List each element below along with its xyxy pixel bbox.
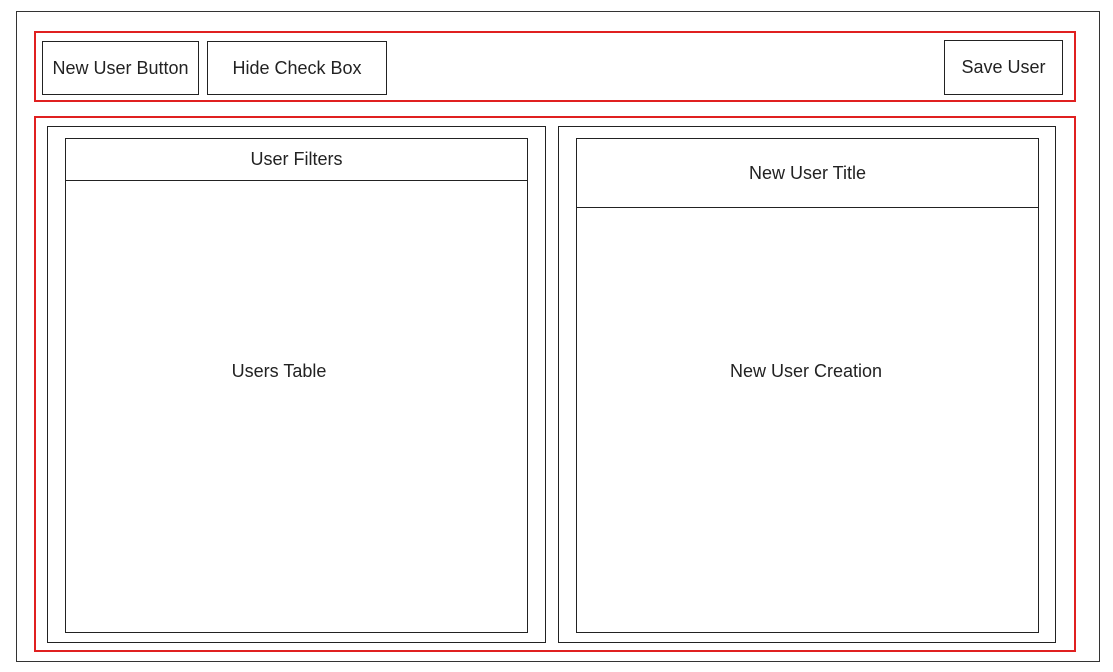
- users-table[interactable]: Users Table: [231, 360, 327, 381]
- new-user-panel-outer: [558, 126, 1056, 643]
- users-panel-outer: [47, 126, 546, 643]
- toolbar-group-highlight: [34, 31, 1076, 102]
- save-user-button[interactable]: Save User: [944, 40, 1063, 95]
- content-group-highlight: [34, 116, 1076, 652]
- new-user-creation[interactable]: New User Creation: [729, 360, 883, 381]
- wireframe-frame: [16, 11, 1100, 662]
- new-user-button[interactable]: New User Button: [42, 41, 199, 95]
- user-filters[interactable]: User Filters: [65, 138, 528, 181]
- new-user-title: New User Title: [576, 138, 1039, 208]
- hide-check-box-button[interactable]: Hide Check Box: [207, 41, 387, 95]
